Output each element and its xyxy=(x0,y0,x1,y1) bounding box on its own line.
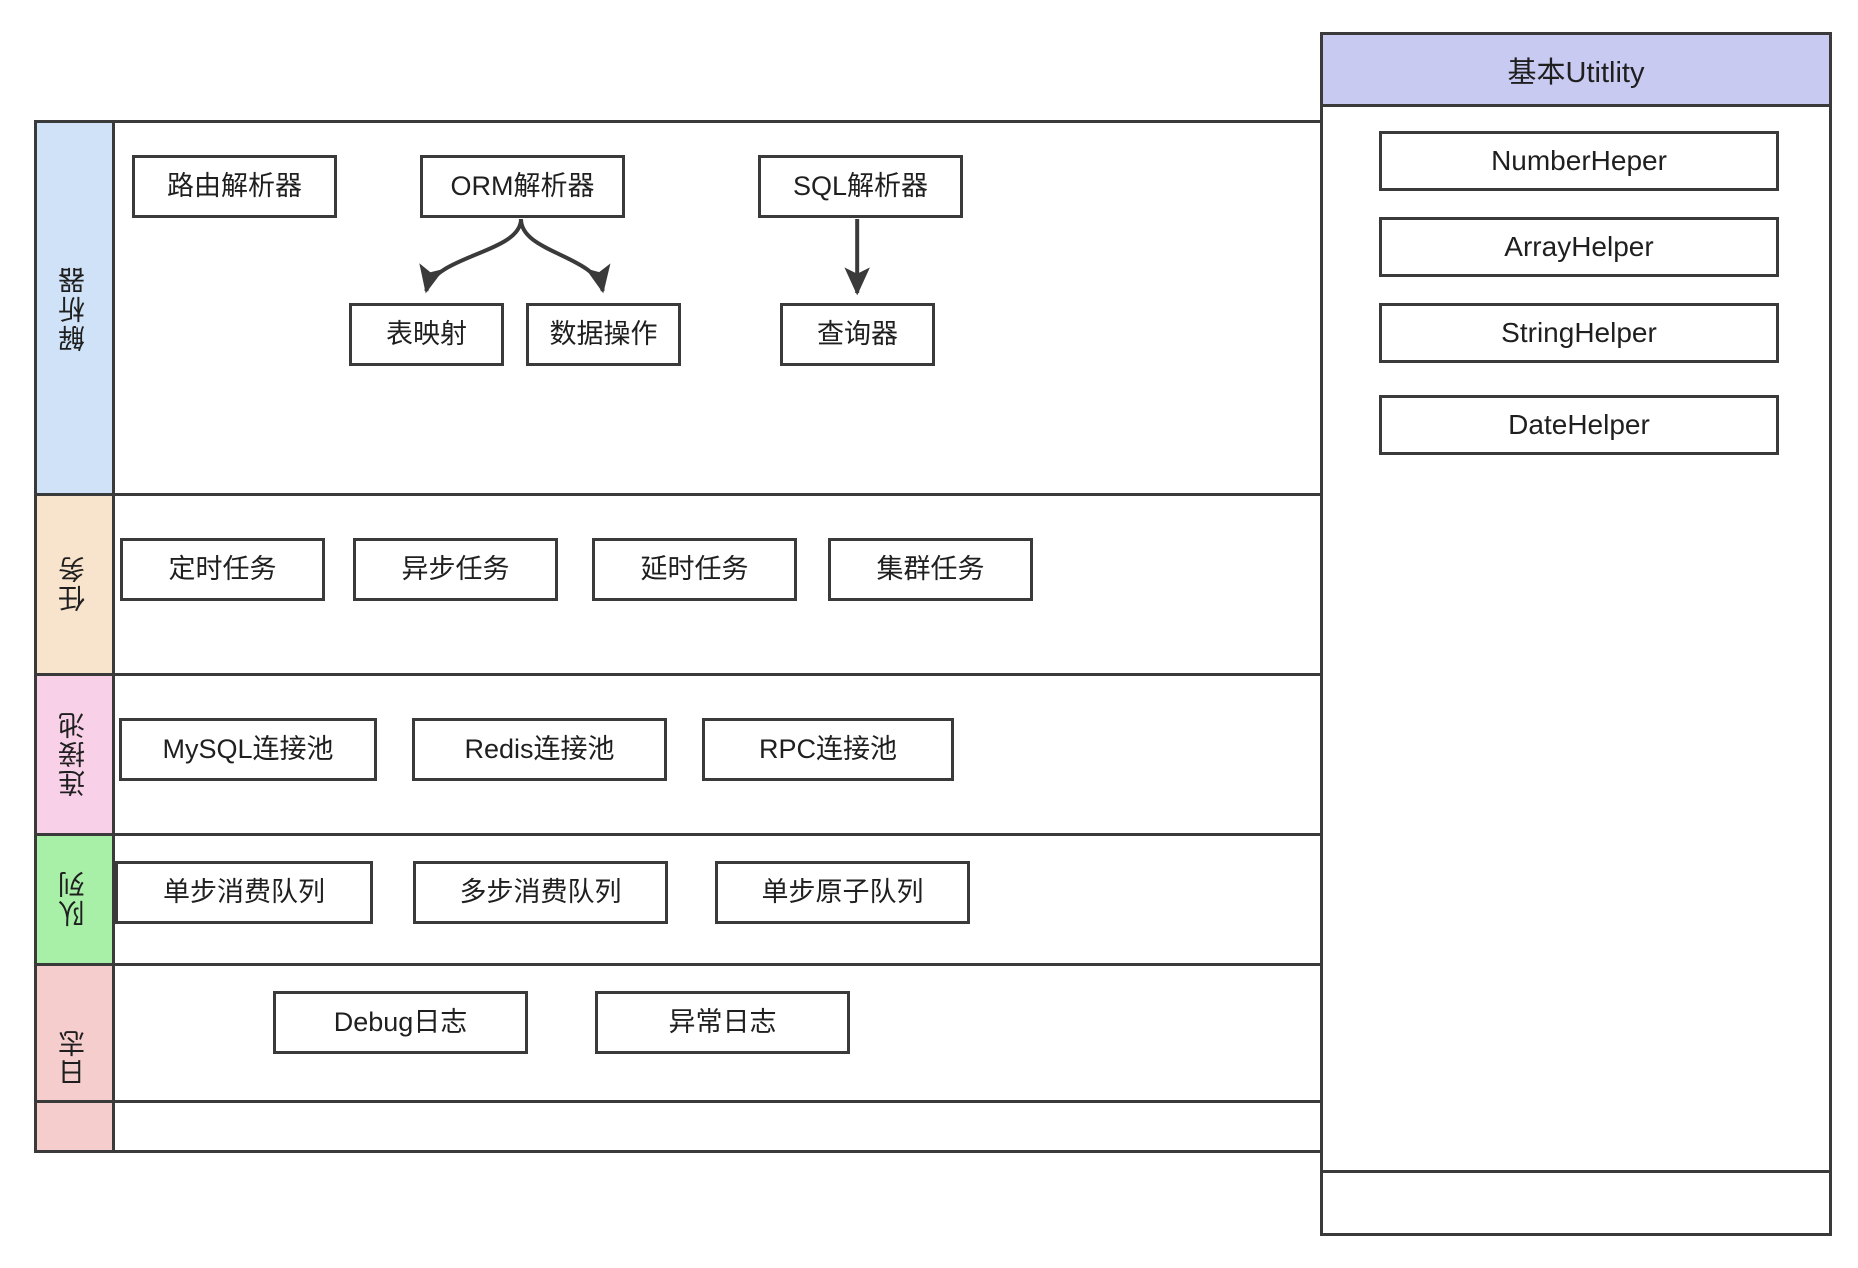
node-query-builder[interactable]: 查询器 xyxy=(780,303,935,366)
layer-row-task: 任务 定时任务 异步任务 延时任务 集群任务 xyxy=(37,493,1336,673)
layer-row-queue: 队列 单步消费队列 多步消费队列 单步原子队列 xyxy=(37,833,1336,963)
node-scheduled-task[interactable]: 定时任务 xyxy=(120,538,325,601)
utility-footer-divider xyxy=(1323,1170,1829,1173)
divider-log-bottom xyxy=(37,1100,1339,1103)
divider-pool-queue xyxy=(37,833,1336,836)
node-data-operation[interactable]: 数据操作 xyxy=(526,303,681,366)
layer-body-parser: 路由解析器 ORM解析器 SQL解析器 表映射 数据操作 查询器 xyxy=(115,123,1336,493)
layer-row-log: 日志 Debug日志 异常日志 xyxy=(37,963,1336,1150)
layer-label-pool: 连接池 xyxy=(37,673,115,833)
node-orm-parser[interactable]: ORM解析器 xyxy=(420,155,625,218)
node-cluster-task[interactable]: 集群任务 xyxy=(828,538,1033,601)
layer-label-parser: 解析器 xyxy=(37,123,115,493)
layer-label-queue: 队列 xyxy=(37,833,115,963)
layer-label-task: 任务 xyxy=(37,493,115,673)
helper-number-heper[interactable]: NumberHeper xyxy=(1379,131,1779,191)
layer-label-parser-text: 解析器 xyxy=(59,264,89,352)
node-multi-step-consume-queue[interactable]: 多步消费队列 xyxy=(413,861,668,924)
divider-parser-task xyxy=(37,493,1336,496)
layer-label-queue-text: 队列 xyxy=(59,869,89,927)
node-exception-log[interactable]: 异常日志 xyxy=(595,991,850,1054)
layer-body-task: 定时任务 异步任务 延时任务 集群任务 xyxy=(115,493,1336,673)
layer-body-log: Debug日志 异常日志 xyxy=(115,963,1336,1150)
node-rpc-pool[interactable]: RPC连接池 xyxy=(702,718,954,781)
node-async-task[interactable]: 异步任务 xyxy=(353,538,558,601)
layer-label-log: 日志 xyxy=(37,963,115,1150)
layer-label-log-text: 日志 xyxy=(59,1027,89,1086)
arrow-orm-to-data-operation xyxy=(519,218,611,294)
layer-label-pool-text: 连接池 xyxy=(59,709,89,797)
helper-array-helper[interactable]: ArrayHelper xyxy=(1379,217,1779,277)
framework-panel: 解析器 路由解析器 ORM解析器 SQL解析器 表映射 数据操作 查询器 xyxy=(34,120,1339,1153)
node-single-step-atomic-queue[interactable]: 单步原子队列 xyxy=(715,861,970,924)
helper-date-helper[interactable]: DateHelper xyxy=(1379,395,1779,455)
layer-body-pool: MySQL连接池 Redis连接池 RPC连接池 xyxy=(115,673,1336,833)
node-table-mapping[interactable]: 表映射 xyxy=(349,303,504,366)
divider-task-pool xyxy=(37,673,1336,676)
layer-row-pool: 连接池 MySQL连接池 Redis连接池 RPC连接池 xyxy=(37,673,1336,833)
node-redis-pool[interactable]: Redis连接池 xyxy=(412,718,667,781)
utility-panel-header: 基本Utitlity xyxy=(1323,35,1829,107)
layer-label-task-text: 任务 xyxy=(59,554,89,612)
divider-queue-log xyxy=(37,963,1336,966)
utility-panel: 基本Utitlity NumberHeper ArrayHelper Strin… xyxy=(1320,32,1832,1236)
node-route-parser[interactable]: 路由解析器 xyxy=(132,155,337,218)
node-sql-parser[interactable]: SQL解析器 xyxy=(758,155,963,218)
layer-body-queue: 单步消费队列 多步消费队列 单步原子队列 xyxy=(115,833,1336,963)
layer-row-parser: 解析器 路由解析器 ORM解析器 SQL解析器 表映射 数据操作 查询器 xyxy=(37,123,1336,493)
node-mysql-pool[interactable]: MySQL连接池 xyxy=(119,718,377,781)
node-debug-log[interactable]: Debug日志 xyxy=(273,991,528,1054)
node-single-step-consume-queue[interactable]: 单步消费队列 xyxy=(115,861,373,924)
node-delayed-task[interactable]: 延时任务 xyxy=(592,538,797,601)
helper-string-helper[interactable]: StringHelper xyxy=(1379,303,1779,363)
arrow-orm-to-table-mapping xyxy=(419,218,523,294)
